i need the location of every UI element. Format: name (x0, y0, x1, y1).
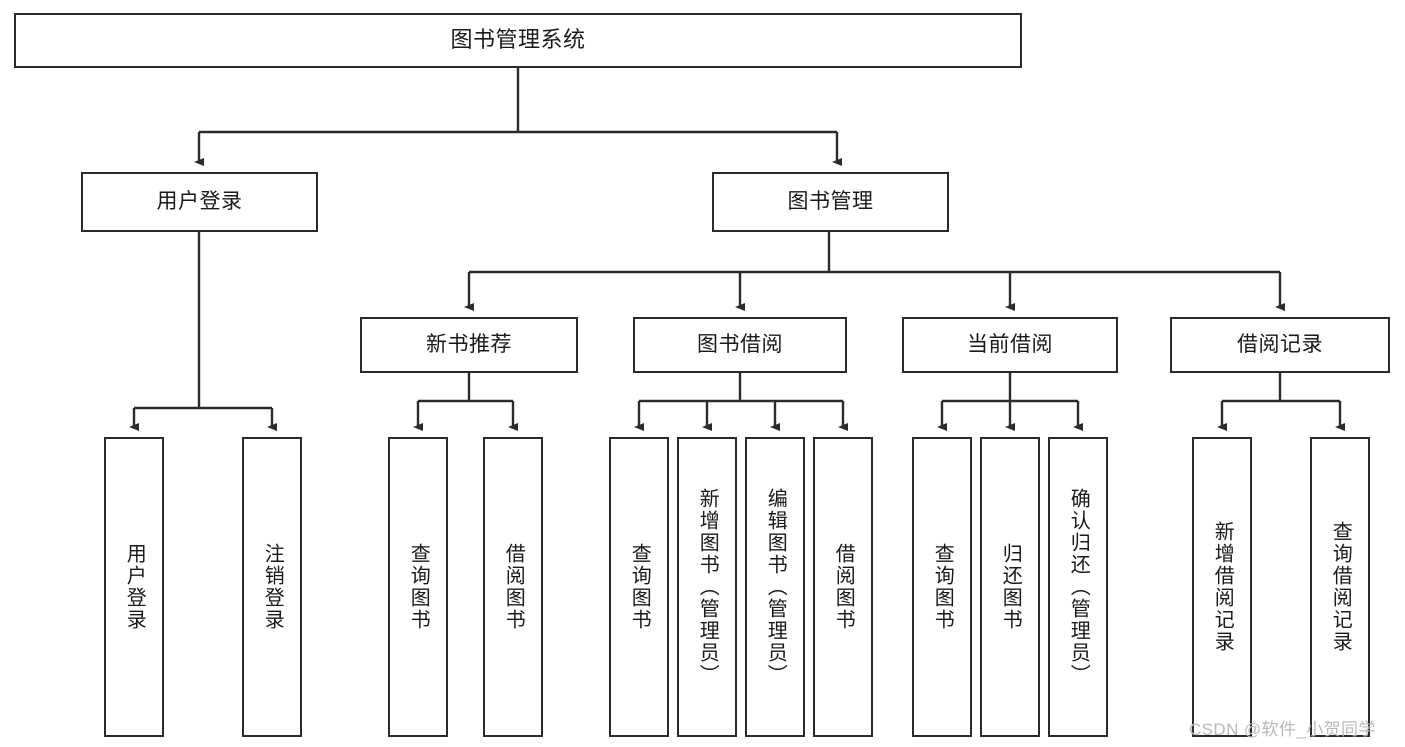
node-current-borrow[interactable]: 当前借阅 (902, 317, 1118, 373)
node-root[interactable]: 图书管理系统 (14, 13, 1022, 68)
leaf-query-book-current-label: 查询图书 (931, 543, 954, 631)
node-user-login[interactable]: 用户登录 (81, 172, 318, 232)
leaf-confirm-return-admin-label: 确认归还（管理员） (1067, 488, 1090, 686)
node-new-book-recommend[interactable]: 新书推荐 (360, 317, 578, 373)
node-current-borrow-label: 当前借阅 (967, 333, 1053, 357)
node-borrow-record[interactable]: 借阅记录 (1170, 317, 1390, 373)
node-borrow-record-label: 借阅记录 (1237, 333, 1323, 357)
leaf-query-borrow-record-label: 查询借阅记录 (1329, 521, 1352, 653)
node-user-login-label: 用户登录 (156, 190, 243, 214)
node-book-management-label: 图书管理 (787, 190, 874, 214)
leaf-add-borrow-record[interactable]: 新增借阅记录 (1192, 437, 1252, 737)
node-new-book-recommend-label: 新书推荐 (426, 333, 512, 357)
leaf-borrow-book-label: 借阅图书 (832, 543, 855, 631)
leaf-query-borrow-record[interactable]: 查询借阅记录 (1310, 437, 1370, 737)
leaf-return-book-label: 归还图书 (999, 543, 1022, 631)
leaf-user-login-label: 用户登录 (123, 543, 146, 631)
leaf-logout-label: 注销登录 (261, 543, 284, 631)
leaf-borrow-book-new-label: 借阅图书 (502, 543, 525, 631)
leaf-add-borrow-record-label: 新增借阅记录 (1211, 521, 1234, 653)
leaf-query-book-borrow-label: 查询图书 (628, 543, 651, 631)
leaf-query-book-current[interactable]: 查询图书 (912, 437, 972, 737)
leaf-query-book-borrow[interactable]: 查询图书 (609, 437, 669, 737)
node-root-label: 图书管理系统 (450, 27, 586, 53)
leaf-query-book-new[interactable]: 查询图书 (388, 437, 448, 737)
node-book-borrow[interactable]: 图书借阅 (633, 317, 847, 373)
leaf-query-book-new-label: 查询图书 (407, 543, 430, 631)
leaf-edit-book-admin[interactable]: 编辑图书（管理员） (745, 437, 805, 737)
csdn-watermark: CSDN @软件_小贺同学 (1189, 720, 1376, 739)
leaf-edit-book-admin-label: 编辑图书（管理员） (764, 488, 787, 686)
leaf-add-book-admin[interactable]: 新增图书（管理员） (677, 437, 737, 737)
leaf-borrow-book-new[interactable]: 借阅图书 (483, 437, 543, 737)
leaf-return-book[interactable]: 归还图书 (980, 437, 1040, 737)
leaf-add-book-admin-label: 新增图书（管理员） (696, 488, 719, 686)
node-book-management[interactable]: 图书管理 (712, 172, 949, 232)
leaf-confirm-return-admin[interactable]: 确认归还（管理员） (1048, 437, 1108, 737)
leaf-user-login[interactable]: 用户登录 (104, 437, 164, 737)
leaf-logout[interactable]: 注销登录 (242, 437, 302, 737)
leaf-borrow-book[interactable]: 借阅图书 (813, 437, 873, 737)
node-book-borrow-label: 图书借阅 (697, 333, 783, 357)
